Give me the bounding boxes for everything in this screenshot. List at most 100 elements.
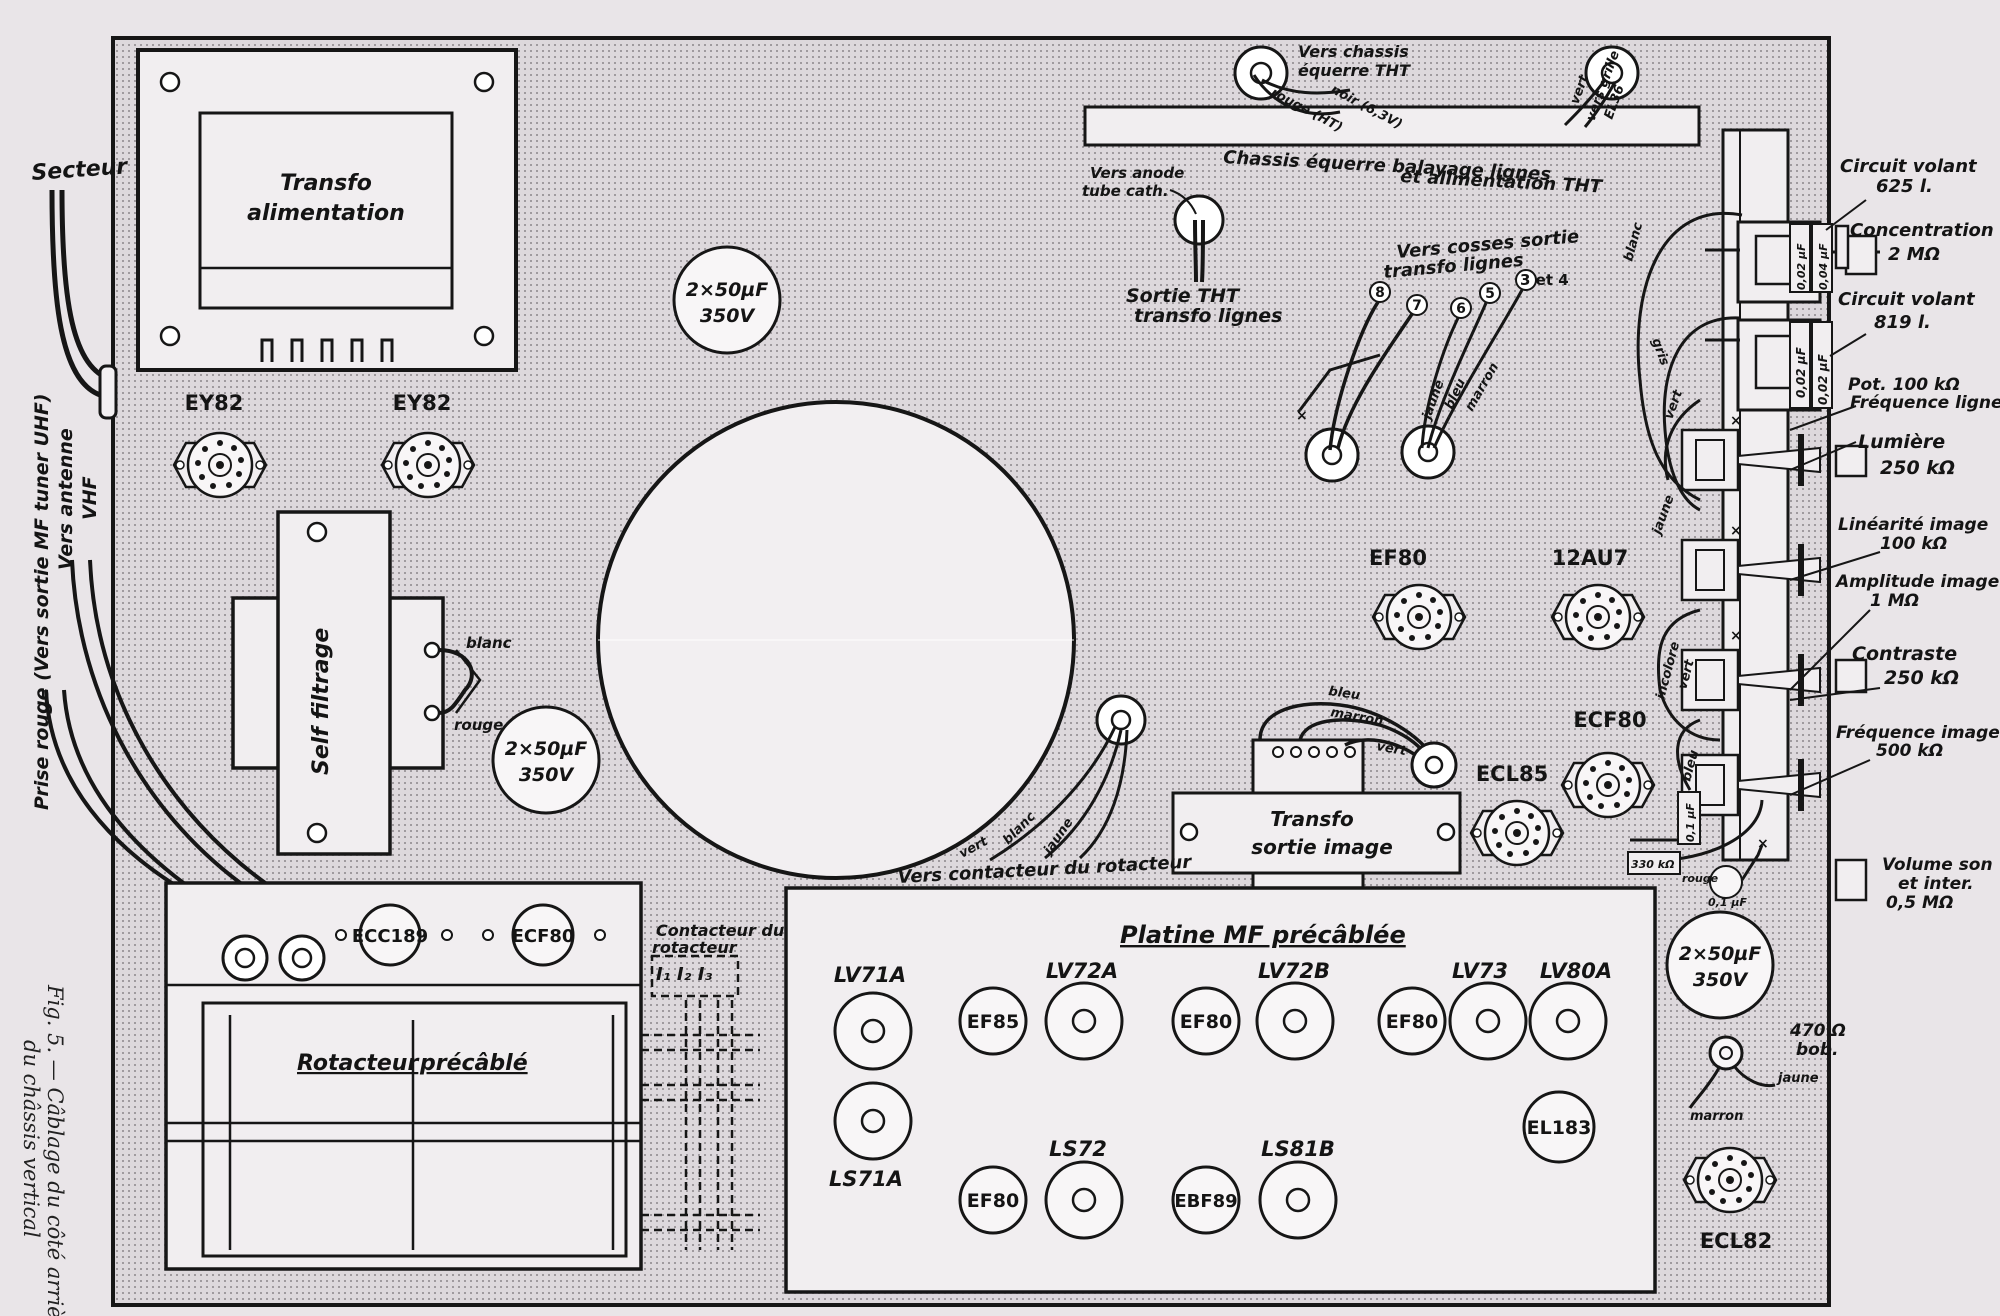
svg-text:×: × <box>1757 836 1769 852</box>
freq-image-label-2: 500 kΩ <box>1876 741 1943 761</box>
ef80-c-label: EF80 <box>967 1190 1019 1212</box>
lumiere-label-2: 250 kΩ <box>1880 457 1955 479</box>
ecf80-bottom-label: ECF80 <box>512 926 575 947</box>
rotacteur-label: Rotacteur <box>297 1051 419 1076</box>
12au7-label: 12AU7 <box>1552 546 1629 570</box>
ls81b-label: LS81B <box>1261 1137 1335 1161</box>
el183-label: EL183 <box>1527 1117 1592 1139</box>
svg-text:×: × <box>1296 408 1308 424</box>
vers-anode-label: Vers anode <box>1090 164 1184 182</box>
ls72-label: LS72 <box>1049 1137 1107 1161</box>
self-filtrage-label: Self filtrage <box>309 628 334 775</box>
pin-6-label: 6 <box>1456 301 1466 317</box>
ecf80-right-socket <box>1560 751 1656 819</box>
12au7-socket <box>1550 583 1646 651</box>
capacitor-mid-value: 2×50µF <box>505 738 588 760</box>
rouge-wire-label: rouge <box>454 716 503 734</box>
lv72b-coil <box>1255 981 1335 1061</box>
capacitor-top-value: 2×50µF <box>686 279 769 301</box>
transfo-image-label: Transfo <box>1270 807 1354 831</box>
linearite-label-2: 100 kΩ <box>1880 534 1947 554</box>
amplitude-label-2: 1 MΩ <box>1870 591 1919 611</box>
sortie-tht-label-2: transfo lignes <box>1134 305 1282 327</box>
ecl82-socket <box>1682 1146 1778 1214</box>
ls71a-coil <box>833 1081 913 1161</box>
transfo-alim-label-2: alimentation <box>247 201 405 226</box>
cap-01-label: 0,1 µF <box>1684 803 1697 842</box>
if-tubes <box>958 986 1596 1235</box>
ebf89-label: EBF89 <box>1174 1191 1237 1212</box>
image-output-transformer <box>1171 702 1462 897</box>
volume-label: Volume son <box>1882 855 1993 875</box>
chassis-equerre-bar <box>1083 105 1701 147</box>
marron-res-label: marron <box>1690 1109 1743 1124</box>
lv72b-label: LV72B <box>1258 959 1330 983</box>
lv80a-coil <box>1528 981 1608 1061</box>
ls71a-label: LS71A <box>829 1167 903 1191</box>
ecl85-socket <box>1469 799 1565 867</box>
ef80-a-label: EF80 <box>1180 1011 1232 1033</box>
capacitor-top <box>672 245 782 355</box>
lv72a-coil <box>1044 981 1124 1061</box>
ey82-right-label: EY82 <box>393 391 452 415</box>
bleu-img-label: bleu <box>1327 684 1361 703</box>
circuit-819-label: Circuit volant <box>1838 289 1976 310</box>
cap-002c-label: 0,02 µF <box>1816 353 1830 405</box>
transfo-alim-label: Transfo <box>280 171 372 196</box>
concentration-label-2: 2 MΩ <box>1888 244 1940 265</box>
cap-01b-label: 0,1 µF <box>1708 896 1747 909</box>
vers-chassis-label-2: équerre THT <box>1298 61 1411 80</box>
vers-antenne-label: Vers antenne <box>55 428 77 570</box>
contraste-label: Contraste <box>1852 643 1957 665</box>
lv71a-coil <box>833 991 913 1071</box>
blanc-wire-label: blanc <box>466 634 512 652</box>
contraste-label-2: 250 kΩ <box>1884 667 1959 689</box>
shaft-ends <box>1834 224 1868 902</box>
rouge-ctrl-label: rouge <box>1682 872 1719 885</box>
figure-caption-2: du châssis vertical <box>19 1040 43 1238</box>
res-470-label-2: bob. <box>1796 1040 1838 1060</box>
contacteur-label-3: I₁ I₂ I₃ <box>656 964 712 985</box>
capacitor-mid <box>491 705 601 815</box>
svg-text:×: × <box>1730 523 1742 539</box>
ey82-left-socket <box>172 431 268 499</box>
ecc189-label: ECC189 <box>352 926 428 947</box>
cap-004-label: 0,04 µF <box>1817 243 1830 290</box>
ls72-coil <box>1044 1160 1124 1240</box>
pin-5-label: 5 <box>1485 286 1495 302</box>
vers-chassis-label: Vers chassis <box>1298 42 1409 61</box>
ecl85-label: ECL85 <box>1476 762 1548 786</box>
flywheel-625 <box>1705 220 1880 304</box>
vers-anode-label-2: tube cath. <box>1082 182 1169 200</box>
vert-img-label: vert <box>1375 739 1408 759</box>
ef80-top-label: EF80 <box>1369 546 1427 570</box>
line-transformer-pins <box>1369 269 1537 319</box>
linearite-label: Linéarité image <box>1838 515 1988 535</box>
rotacteur-label-2: précâblé <box>419 1051 528 1076</box>
capacitor-right-voltage: 350V <box>1693 969 1749 991</box>
cap-002-label: 0,02 µF <box>1795 243 1808 290</box>
amplitude-label: Amplitude image <box>1834 572 1999 592</box>
filter-choke <box>231 510 482 856</box>
flywheel-819 <box>1705 318 1833 412</box>
tuner-block <box>164 881 643 1271</box>
circuit-625-label-2: 625 l. <box>1876 176 1933 197</box>
lv72a-label: LV72A <box>1046 959 1118 983</box>
contacteur-label-2: rotacteur <box>652 938 738 957</box>
cap-002b-label: 0,02 µF <box>1794 346 1808 398</box>
ef80-top-socket <box>1371 583 1467 651</box>
res-470-label: 470 Ω <box>1789 1021 1846 1041</box>
transfo-image-label-2: sortie image <box>1251 835 1393 859</box>
pin-7-label: 7 <box>1412 298 1422 314</box>
ecl82-label: ECL82 <box>1700 1229 1772 1253</box>
volume-label-2: et inter. <box>1898 874 1974 894</box>
capacitor-right <box>1665 910 1775 1020</box>
platine-label: Platine MF précâblée <box>1120 921 1406 949</box>
pot-label-2: Fréquence lignes <box>1850 393 2000 413</box>
sortie-tht-label: Sortie THT <box>1126 285 1241 307</box>
circuit-819-label-2: 819 l. <box>1874 312 1931 333</box>
ef80-b-label: EF80 <box>1386 1011 1438 1033</box>
svg-text:×: × <box>1730 628 1742 644</box>
figure-caption: Fig. 5. — Câblage du côté arrière <box>43 984 67 1316</box>
